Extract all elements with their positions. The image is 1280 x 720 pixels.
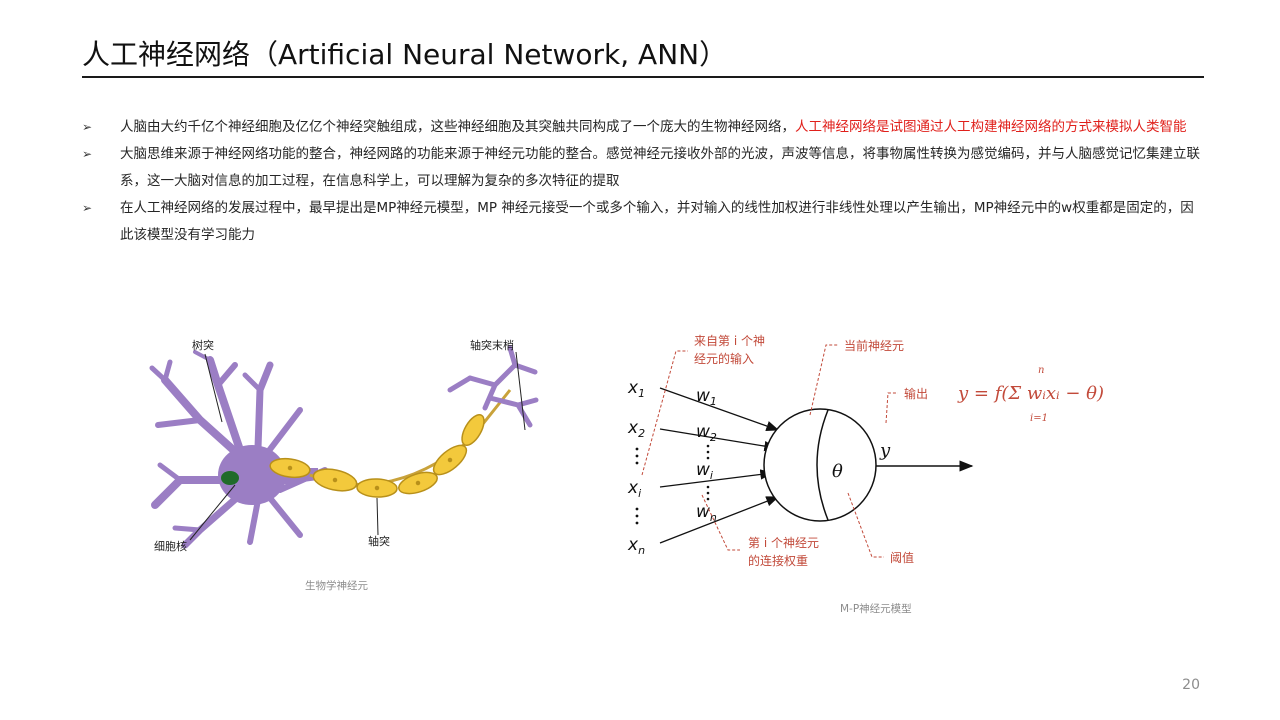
slide-title: 人工神经网络（Artificial Neural Network, ANN） [82, 38, 728, 71]
mp-neuron-caption: M-P神经元模型 [840, 603, 912, 615]
bullet-text-1: 人脑由大约千亿个神经细胞及亿亿个神经突触组成，这些神经细胞及其突触共同构成了一个… [120, 119, 795, 135]
bullet-arrow-icon: ➢ [82, 147, 93, 161]
input-ellipsis [635, 447, 639, 525]
label-axon-terminal: 轴突末梢 [470, 338, 514, 352]
axon-terminal-pointer [515, 351, 526, 431]
note-weight-line2: 的连接权重 [748, 553, 808, 568]
biological-neuron-figure: 树突 轴突末梢 细胞核 轴突 [149, 338, 539, 553]
output-formula: y = f(Σ wᵢxᵢ − θ) n i=1 [957, 365, 1104, 424]
cell-body [218, 445, 286, 505]
bullet-arrow-icon: ➢ [82, 120, 93, 134]
page-number: 20 [1182, 677, 1200, 693]
mp-neuron-figure: x1 x2 xi xn w1 w2 wi wn θ y 来自第 i [627, 334, 1104, 568]
weight-w2: w2 [696, 422, 717, 444]
nucleus [221, 471, 239, 485]
input-xn: xn [627, 535, 645, 557]
formula-upper-bound: n [1038, 365, 1044, 376]
bullet-text-2: 大脑思维来源于神经网络功能的整合，神经网路的功能来源于神经元功能的整合。感觉神经… [120, 146, 1200, 189]
weight-wn: wn [696, 502, 717, 524]
threshold-theta: θ [832, 461, 843, 482]
input-x1: x1 [627, 378, 645, 400]
bullet-highlight-1: 人工神经网络是试图通过人工构建神经网络的方式来模拟人类智能 [795, 119, 1187, 135]
formula-lower-bound: i=1 [1030, 413, 1048, 424]
label-dendrite: 树突 [192, 338, 214, 352]
dendrite-pointer [204, 353, 223, 423]
note-threshold: 阈值 [890, 550, 914, 565]
weight-wi: wi [696, 460, 713, 482]
axon-pointer [376, 497, 379, 536]
bullet-item-2: ➢ 大脑思维来源于神经网络功能的整合，神经网路的功能来源于神经元功能的整合。感觉… [82, 141, 1204, 195]
bullet-item-1: ➢ 人脑由大约千亿个神经细胞及亿亿个神经突触组成，这些神经细胞及其突触共同构成了… [82, 114, 1204, 141]
bio-neuron-caption: 生物学神经元 [305, 580, 368, 592]
label-axon: 轴突 [368, 534, 390, 548]
note-weight-line1: 第 i 个神经元 [748, 536, 819, 550]
bullet-text-3: 在人工神经网络的发展过程中，最早提出是MP神经元模型，MP 神经元接受一个或多个… [120, 200, 1194, 243]
label-nucleus: 细胞核 [154, 539, 187, 553]
neuron-circle [763, 408, 877, 522]
note-input-line1: 来自第 i 个神 [694, 334, 765, 348]
neuron-divider [816, 409, 829, 521]
weight-w1: w1 [696, 386, 717, 408]
axon-myelin [269, 389, 512, 498]
output-y: y [879, 440, 891, 461]
note-current-neuron: 当前神经元 [844, 338, 904, 353]
input-arrows [659, 387, 780, 544]
axon-terminal-branches [447, 345, 539, 428]
note-output-label: 输出 [904, 386, 928, 401]
note-input-line2: 经元的输入 [694, 351, 754, 366]
bullet-list: ➢ 人脑由大约千亿个神经细胞及亿亿个神经突触组成，这些神经细胞及其突触共同构成了… [82, 114, 1204, 249]
annotation-pointers [641, 344, 898, 558]
bullet-arrow-icon: ➢ [82, 201, 93, 215]
nucleus-pointer [189, 484, 236, 541]
bullet-item-3: ➢ 在人工神经网络的发展过程中，最早提出是MP神经元模型，MP 神经元接受一个或… [82, 195, 1204, 249]
title-divider [82, 76, 1204, 78]
input-xi: xi [627, 478, 641, 500]
weight-ellipsis [706, 444, 710, 501]
input-x2: x2 [627, 418, 645, 440]
formula-text: y = f(Σ wᵢxᵢ − θ) [957, 383, 1104, 404]
